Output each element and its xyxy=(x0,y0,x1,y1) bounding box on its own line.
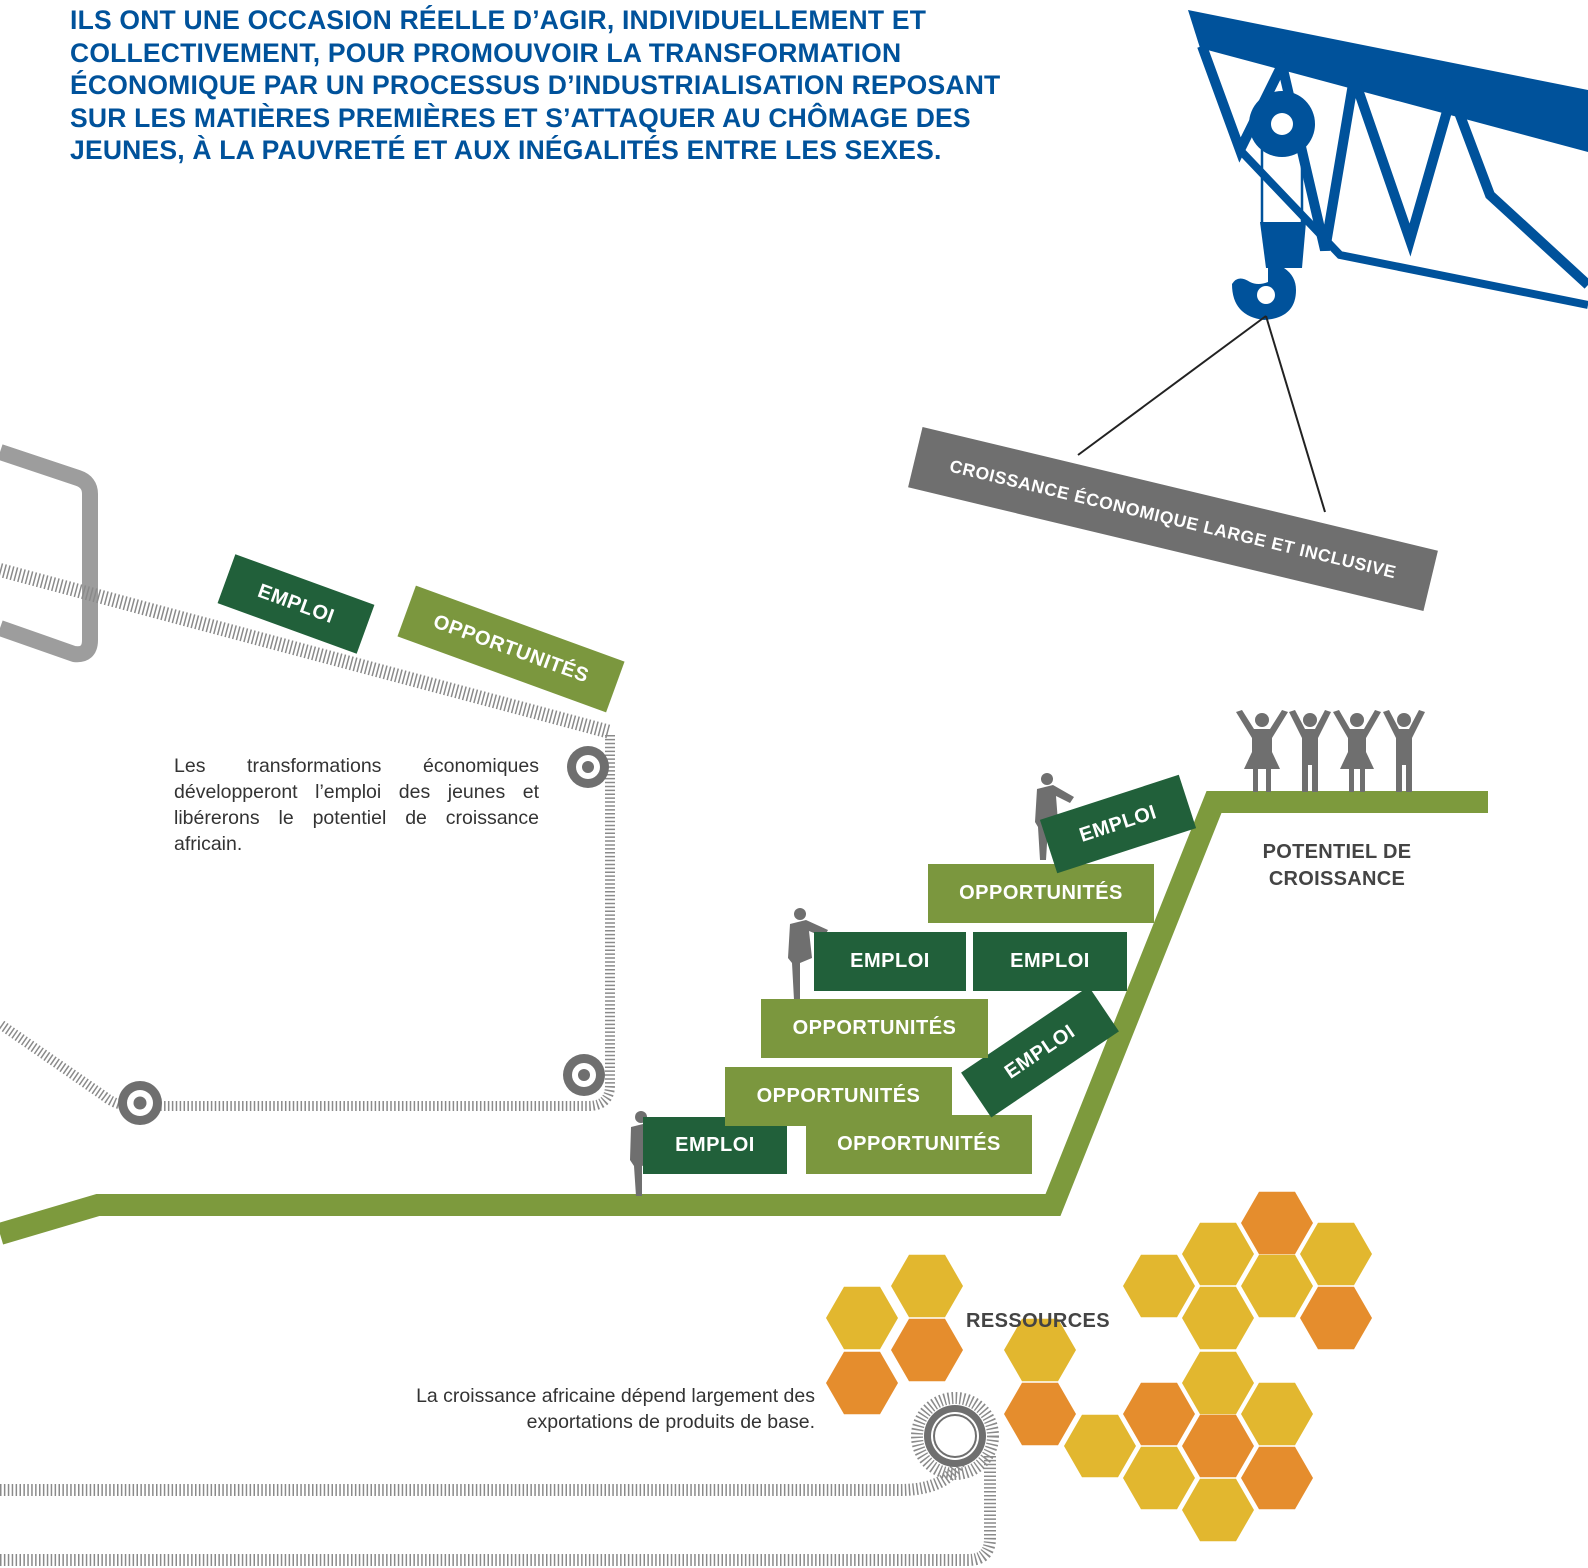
hexagon xyxy=(891,1318,963,1382)
headline-line: ÉCONOMIQUE PAR UN PROCESSUS D’INDUSTRIAL… xyxy=(70,70,1001,100)
hexagon xyxy=(1241,1382,1313,1446)
hexagon xyxy=(1241,1191,1313,1255)
crane-icon xyxy=(1077,10,1588,513)
emploi-block: EMPLOI xyxy=(814,932,966,991)
hexagon xyxy=(1241,1446,1313,1510)
headline-line: JEUNES, À LA PAUVRETÉ ET AUX INÉGALITÉS … xyxy=(70,135,942,165)
hexagon xyxy=(1004,1318,1076,1382)
ressources-label: RESSOURCES xyxy=(966,1310,1111,1332)
hexagon xyxy=(1064,1414,1136,1478)
hexagon xyxy=(1004,1382,1076,1446)
target-icon xyxy=(567,746,609,788)
gray-frame xyxy=(0,444,98,663)
headline-line: SUR LES MATIÈRES PREMIÈRES ET S’ATTAQUER… xyxy=(70,102,971,133)
headline: ILS ONT UNE OCCASION RÉELLE D’AGIR, INDI… xyxy=(70,4,1160,167)
climber-icon xyxy=(788,908,828,1000)
hexagon xyxy=(1182,1478,1254,1542)
opportunites-block: OPPORTUNITÉS xyxy=(725,1067,952,1126)
ring-icon xyxy=(924,1405,986,1467)
hexagon xyxy=(1300,1286,1372,1350)
emploi-block: EMPLOI xyxy=(643,1117,787,1174)
hexagon xyxy=(1182,1414,1254,1478)
target-icon xyxy=(563,1054,605,1096)
transformations-text: Les transformations économiques développ… xyxy=(174,755,539,855)
hexagon xyxy=(1123,1254,1195,1318)
emploi-block: EMPLOI xyxy=(973,932,1127,991)
lower-track xyxy=(0,1392,999,1566)
headline-line: COLLECTIVEMENT, POUR PROMOUVOIR LA TRANS… xyxy=(70,37,902,68)
hexagon xyxy=(1182,1222,1254,1286)
hexagon xyxy=(1123,1446,1195,1510)
target-icon xyxy=(118,1081,162,1125)
opportunites-block: OPPORTUNITÉS xyxy=(928,864,1154,923)
hexagon xyxy=(1300,1222,1372,1286)
opportunites-block: OPPORTUNITÉS xyxy=(761,999,988,1058)
hexagon xyxy=(891,1254,963,1318)
hexagon xyxy=(826,1351,898,1415)
growth-road xyxy=(0,791,1488,1245)
cheering-people-icon xyxy=(1236,710,1425,792)
resources-hexagons xyxy=(826,1191,1372,1542)
potentiel-label: POTENTIEL DE CROISSANCE xyxy=(1262,841,1412,890)
hexagon xyxy=(1182,1286,1254,1350)
exportations-text: La croissance africaine dépend largement… xyxy=(416,1385,815,1433)
headline-line: ILS ONT UNE OCCASION RÉELLE D’AGIR, INDI… xyxy=(70,5,927,35)
hexagon xyxy=(1182,1351,1254,1415)
hexagon xyxy=(1241,1254,1313,1318)
hexagon xyxy=(826,1286,898,1350)
hexagon xyxy=(1123,1382,1195,1446)
